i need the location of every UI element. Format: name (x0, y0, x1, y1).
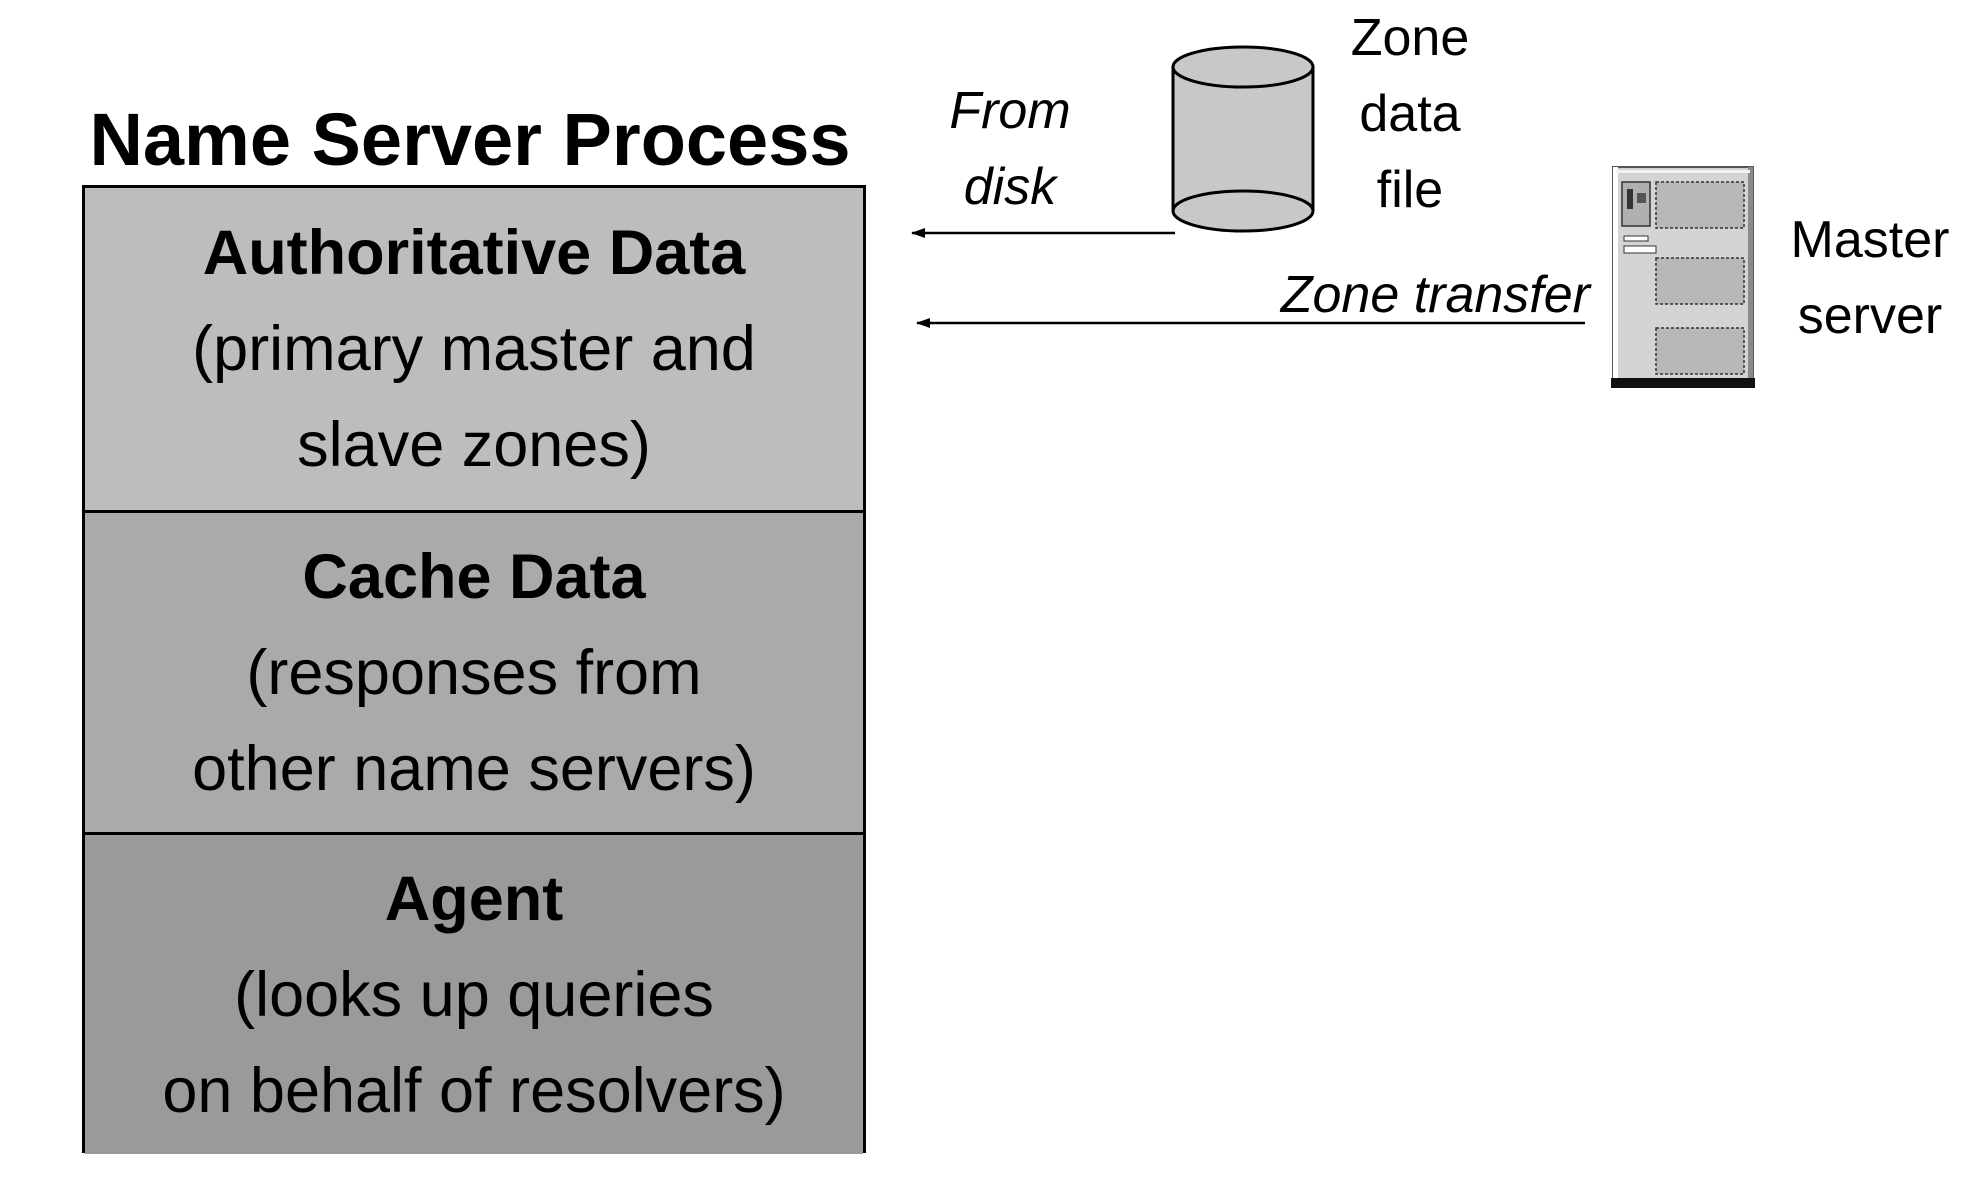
from-disk-line-1: From (949, 82, 1071, 140)
agent-heading: Agent (384, 863, 564, 934)
zone-data-file-line-1: Zone (1350, 9, 1470, 67)
from-disk-label: From disk (910, 73, 1110, 225)
authoritative-data-heading: Authoritative Data (202, 218, 746, 288)
cache-data-line-1: (responses from (246, 637, 702, 708)
diagram-title: Name Server Process (89, 98, 851, 181)
cache-data-heading: Cache Data (302, 541, 646, 612)
master-server-line-1: Master (1790, 211, 1950, 269)
cache-data-line-2: other name servers) (192, 733, 756, 804)
agent-line-2: on behalf of resolvers) (162, 1055, 786, 1126)
from-disk-line-2: disk (963, 158, 1057, 216)
cache-data-layer: Cache Data (responses from other name se… (85, 510, 863, 832)
master-server-label: Master server (1770, 202, 1970, 354)
zone-data-file-label: Zone data file (1325, 0, 1495, 228)
database-cylinder-icon (1171, 45, 1315, 233)
authoritative-data-line-1: (primary master and (192, 314, 756, 384)
master-server-line-2: server (1797, 287, 1943, 345)
zone-transfer-label: Zone transfer (1280, 266, 1590, 324)
zone-data-file-line-2: data (1359, 85, 1461, 143)
zone-data-file-line-3: file (1376, 161, 1444, 219)
authoritative-data-line-2: slave zones) (297, 410, 651, 480)
agent-layer: Agent (looks up queries on behalf of res… (85, 832, 863, 1154)
agent-line-1: (looks up queries (234, 959, 714, 1030)
name-server-process-box: Authoritative Data (primary master and s… (82, 185, 866, 1154)
authoritative-data-layer: Authoritative Data (primary master and s… (85, 188, 863, 510)
server-tower-icon (1611, 166, 1755, 388)
